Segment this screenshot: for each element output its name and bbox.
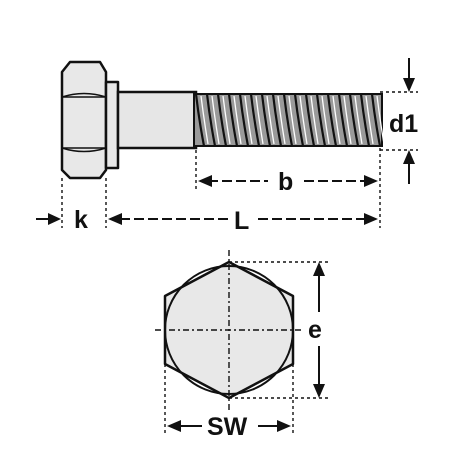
dimension-d1: d1 (389, 58, 418, 184)
thread-highlight (343, 95, 352, 145)
thread-highlight (233, 95, 242, 145)
bolt-shank (116, 90, 198, 150)
thread-highlight (200, 95, 209, 145)
thread-highlight (288, 95, 297, 145)
thread-crest (205, 93, 217, 147)
thread-highlight (299, 95, 308, 145)
bolt-top-view (155, 250, 303, 410)
extension-lines-side (61, 91, 418, 228)
label-d1: d1 (389, 110, 418, 138)
thread-crest (238, 93, 250, 147)
dimension-b: b (198, 168, 378, 196)
thread-highlight (332, 95, 341, 145)
label-l: L (234, 207, 249, 235)
thread-highlight (222, 95, 231, 145)
thread-highlight (321, 95, 330, 145)
bolt-head (60, 60, 108, 180)
thread-crest (260, 93, 272, 147)
dimension-e: e (308, 262, 325, 398)
bolt-side-view (60, 60, 385, 180)
thread-crest (293, 93, 305, 147)
extension-lines-top (164, 261, 330, 436)
label-b: b (278, 168, 293, 196)
thread-lines (194, 93, 385, 147)
thread-highlight (255, 95, 264, 145)
thread-highlight (244, 95, 253, 145)
thread-crest (249, 93, 261, 147)
head-chamfer-bottom (61, 147, 107, 153)
head-chamfer-top (61, 92, 107, 98)
label-sw: SW (207, 413, 248, 441)
thread-highlight (354, 95, 363, 145)
thread-highlight (310, 95, 319, 145)
dimension-sw: SW (167, 413, 291, 441)
washer-face (104, 80, 120, 170)
thread-highlight (376, 95, 385, 145)
thread-crest (282, 93, 294, 147)
thread-crest (337, 93, 349, 147)
thread-crest (370, 93, 382, 147)
thread-crest (227, 93, 239, 147)
label-k: k (74, 206, 88, 234)
thread-crest (359, 93, 371, 147)
thread-crest (348, 93, 360, 147)
thread-highlight (211, 95, 220, 145)
thread-crest (271, 93, 283, 147)
label-e: e (308, 316, 322, 344)
thread-crest (194, 93, 206, 147)
thread-crest (216, 93, 228, 147)
thread-crest (315, 93, 327, 147)
thread-highlight (277, 95, 286, 145)
thread-crest (326, 93, 338, 147)
thread-highlight (266, 95, 275, 145)
thread-crest (304, 93, 316, 147)
dimension-l: L (108, 207, 378, 235)
dimension-k: k (36, 206, 88, 234)
thread-highlight (365, 95, 374, 145)
